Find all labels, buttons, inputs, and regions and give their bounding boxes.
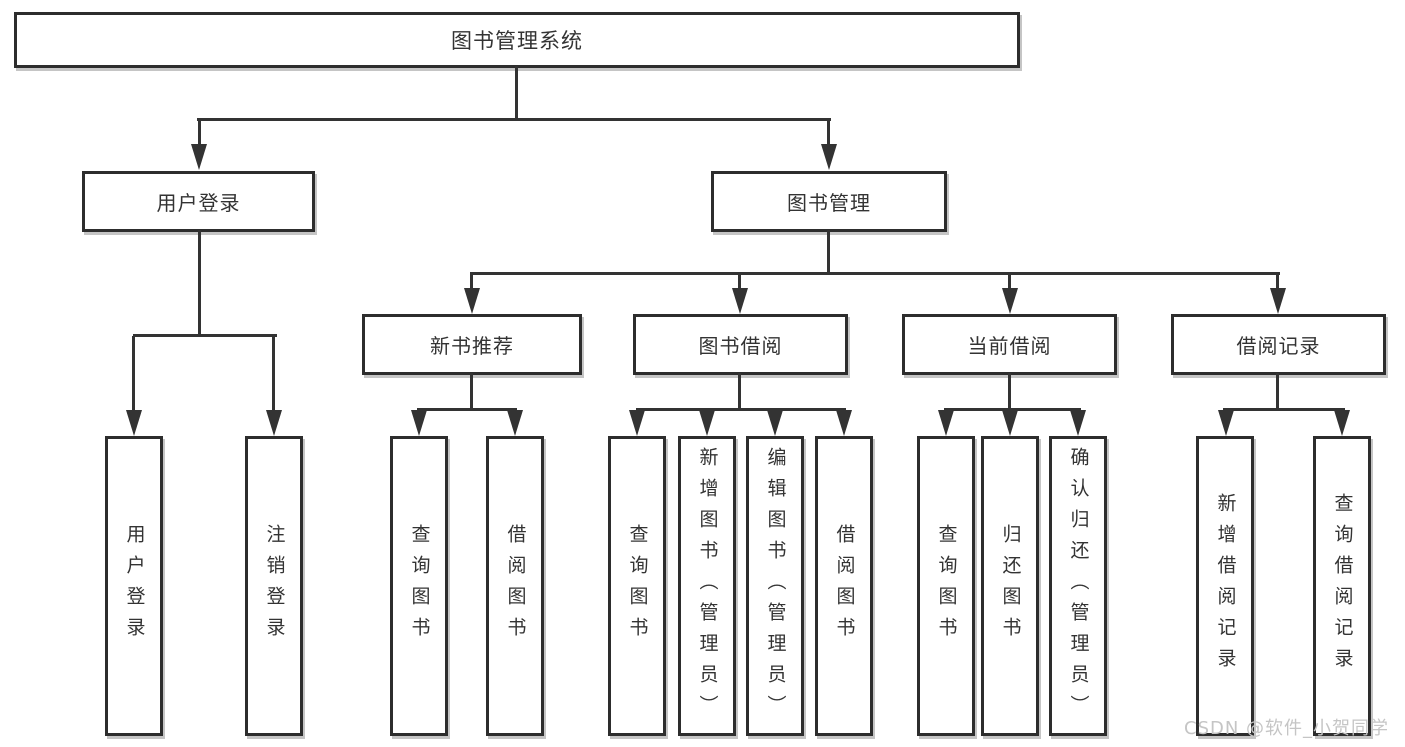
arrow-down-icon bbox=[699, 410, 715, 436]
node-user-login-leaf: 用户登录 bbox=[105, 436, 163, 736]
connector-line bbox=[1276, 274, 1279, 288]
node-borrowing-records: 借阅记录 bbox=[1171, 314, 1386, 375]
node-recommend-borrow-books: 借阅图书 bbox=[486, 436, 544, 736]
node-label: 借阅图书 bbox=[833, 524, 856, 648]
node-add-books-admin: 新增图书（管理员） bbox=[678, 436, 736, 736]
arrow-down-icon bbox=[1270, 288, 1286, 314]
arrow-down-icon bbox=[464, 288, 480, 314]
arrow-down-icon bbox=[126, 410, 142, 436]
node-label: 编辑图书（管理员） bbox=[764, 446, 787, 726]
connector-line bbox=[636, 408, 846, 411]
node-logout-leaf: 注销登录 bbox=[245, 436, 303, 736]
node-label: 借阅记录 bbox=[1236, 334, 1321, 358]
node-label: 注销登录 bbox=[263, 524, 286, 648]
node-label: 图书管理 bbox=[787, 191, 871, 215]
connector-line bbox=[1276, 373, 1279, 410]
arrow-down-icon bbox=[629, 410, 645, 436]
node-label: 用户登录 bbox=[123, 524, 146, 648]
connector-line bbox=[132, 336, 135, 412]
node-label: 查询图书 bbox=[935, 524, 958, 648]
node-new-book-recommend: 新书推荐 bbox=[362, 314, 582, 375]
node-label: 图书管理系统 bbox=[451, 29, 583, 53]
arrow-down-icon bbox=[1070, 410, 1086, 436]
arrow-down-icon bbox=[836, 410, 852, 436]
arrow-down-icon bbox=[821, 144, 837, 170]
node-confirm-return-admin: 确认归还（管理员） bbox=[1049, 436, 1107, 736]
node-label: 查询图书 bbox=[408, 524, 431, 648]
node-label: 新增借阅记录 bbox=[1214, 493, 1237, 679]
node-return-books: 归还图书 bbox=[981, 436, 1039, 736]
arrow-down-icon bbox=[938, 410, 954, 436]
node-label: 查询图书 bbox=[626, 524, 649, 648]
connector-line bbox=[738, 373, 741, 410]
arrow-down-icon bbox=[507, 410, 523, 436]
connector-line bbox=[470, 274, 473, 288]
node-user-login: 用户登录 bbox=[82, 171, 315, 232]
connector-line bbox=[827, 120, 830, 146]
connector-line bbox=[827, 230, 830, 274]
node-label: 新书推荐 bbox=[430, 334, 514, 358]
arrow-down-icon bbox=[1218, 410, 1234, 436]
connector-line bbox=[417, 408, 517, 411]
node-label: 借阅图书 bbox=[504, 524, 527, 648]
connector-line bbox=[470, 373, 473, 410]
watermark: CSDN @软件_小贺同学 bbox=[1184, 718, 1390, 739]
connector-line bbox=[1223, 408, 1345, 411]
node-book-borrowing: 图书借阅 bbox=[633, 314, 848, 375]
node-borrow-books-leaf: 借阅图书 bbox=[815, 436, 873, 736]
connector-line bbox=[944, 408, 1081, 411]
node-query-borrow-record: 查询借阅记录 bbox=[1313, 436, 1371, 736]
connector-line bbox=[470, 272, 1280, 275]
connector-line bbox=[1008, 373, 1011, 410]
connector-line bbox=[133, 334, 277, 337]
node-label: 归还图书 bbox=[999, 524, 1022, 648]
arrow-down-icon bbox=[1334, 410, 1350, 436]
connector-line bbox=[272, 336, 275, 412]
node-label: 查询借阅记录 bbox=[1331, 493, 1354, 679]
node-recommend-query-books: 查询图书 bbox=[390, 436, 448, 736]
node-edit-books-admin: 编辑图书（管理员） bbox=[746, 436, 804, 736]
arrow-down-icon bbox=[1002, 288, 1018, 314]
node-current-borrowing: 当前借阅 bbox=[902, 314, 1117, 375]
node-label: 用户登录 bbox=[156, 191, 241, 215]
node-add-borrow-record: 新增借阅记录 bbox=[1196, 436, 1254, 736]
connector-line bbox=[515, 66, 518, 121]
connector-line bbox=[1008, 274, 1011, 288]
node-library-system: 图书管理系统 bbox=[14, 12, 1020, 68]
node-label: 当前借阅 bbox=[967, 334, 1052, 358]
node-label: 新增图书（管理员） bbox=[696, 446, 719, 726]
connector-line bbox=[738, 274, 741, 288]
node-borrowing-query-books: 查询图书 bbox=[608, 436, 666, 736]
connector-line bbox=[198, 120, 201, 146]
connector-line bbox=[197, 118, 831, 121]
connector-line bbox=[198, 230, 201, 336]
node-label: 图书借阅 bbox=[698, 334, 783, 358]
node-current-query-books: 查询图书 bbox=[917, 436, 975, 736]
arrow-down-icon bbox=[266, 410, 282, 436]
arrow-down-icon bbox=[732, 288, 748, 314]
arrow-down-icon bbox=[767, 410, 783, 436]
arrow-down-icon bbox=[1002, 410, 1018, 436]
arrow-down-icon bbox=[191, 144, 207, 170]
node-book-management: 图书管理 bbox=[711, 171, 947, 232]
arrow-down-icon bbox=[411, 410, 427, 436]
node-label: 确认归还（管理员） bbox=[1067, 446, 1090, 726]
